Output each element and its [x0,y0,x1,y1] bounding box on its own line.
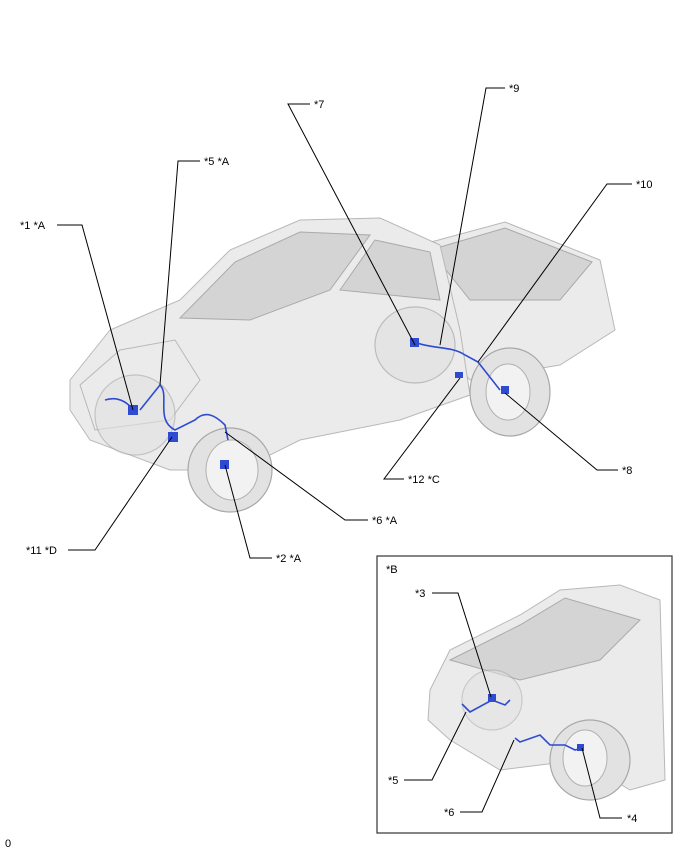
callout-5-a: *5 *A [204,156,230,168]
inset-callout-5: *5 [388,775,398,787]
callout-10: *10 [636,179,653,191]
inset-b [376,555,673,834]
leader-lines [57,87,632,559]
figure-code: 0 [5,838,11,850]
callout-1-a: *1 *A [20,220,46,232]
callout-6-a: *6 *A [372,515,398,527]
callout-11-d: *11 *D [26,545,57,557]
callout-2-a: *2 *A [276,553,302,565]
callout-8: *8 [622,465,632,477]
inset-callout-6: *6 [444,807,454,819]
callout-7: *7 [314,99,324,111]
inset-callout-3: *3 [415,588,425,600]
inset-title: *B [386,564,398,576]
callout-9: *9 [509,83,519,95]
callout-12-c: *12 *C [408,474,440,486]
truck-illustration [69,217,616,513]
inset-callout-4: *4 [627,813,637,825]
